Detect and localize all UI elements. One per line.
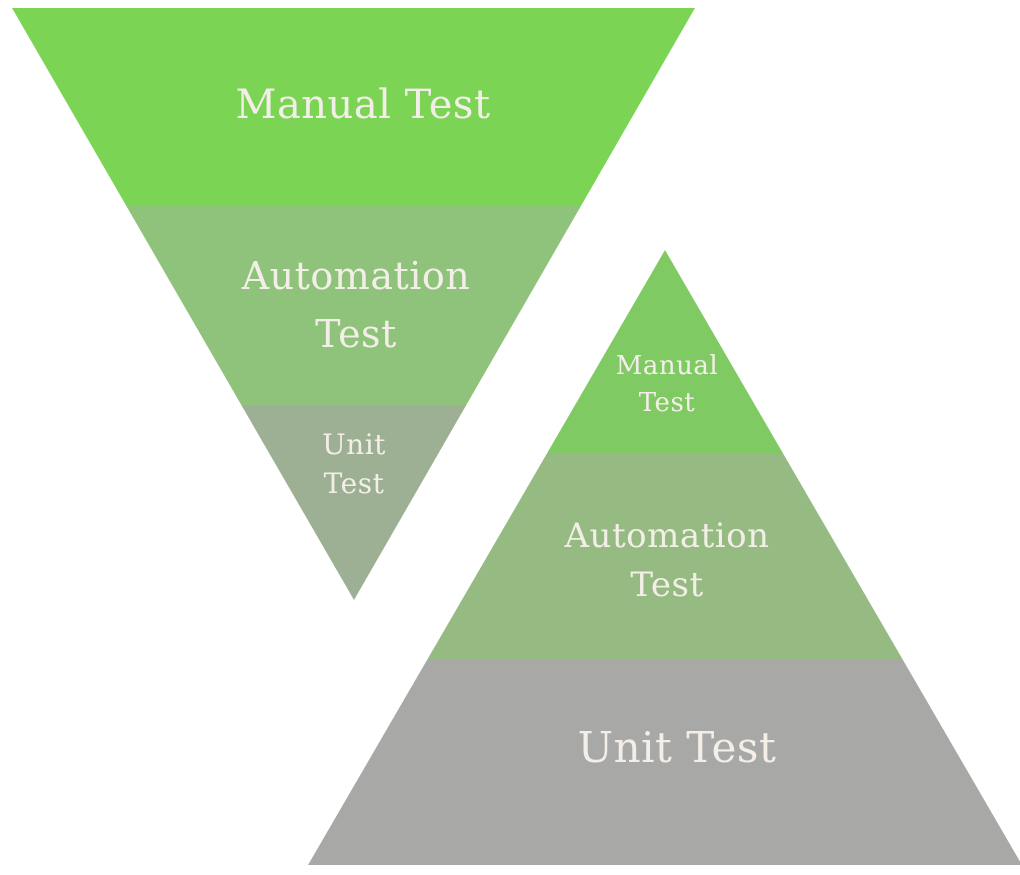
inverted-pyramid-unit-test-label-line2: Test	[324, 467, 385, 500]
inverted-pyramid-unit-test-label-line1: Unit	[322, 428, 386, 461]
inverted-pyramid-automation-test-section	[125, 205, 582, 405]
upright-pyramid-automation-test-label-line1: Automation	[564, 516, 770, 556]
inverted-pyramid-manual-test-section	[12, 8, 695, 205]
upright-pyramid-unit-test-label: Unit Test	[578, 723, 777, 772]
upright-pyramid-automation-test-section	[427, 453, 903, 659]
upright-pyramid-manual-test-label-line2: Test	[639, 388, 696, 418]
inverted-pyramid: Manual Test Automation Test Unit Test	[12, 8, 695, 600]
upright-pyramid-automation-test-label-line2: Test	[630, 565, 703, 605]
inverted-pyramid-unit-test-section	[241, 405, 467, 600]
inverted-pyramid-manual-test-label: Manual Test	[235, 82, 490, 128]
upright-pyramid-manual-test-label-line1: Manual	[616, 351, 718, 381]
inverted-pyramid-automation-test-label-line1: Automation	[241, 254, 471, 298]
inverted-pyramid-automation-test-label-line2: Test	[315, 312, 397, 356]
upright-pyramid-unit-test-section	[308, 659, 1020, 865]
upright-pyramid-manual-test-section	[547, 250, 783, 453]
upright-pyramid: Manual Test Automation Test Unit Test	[308, 250, 1020, 865]
